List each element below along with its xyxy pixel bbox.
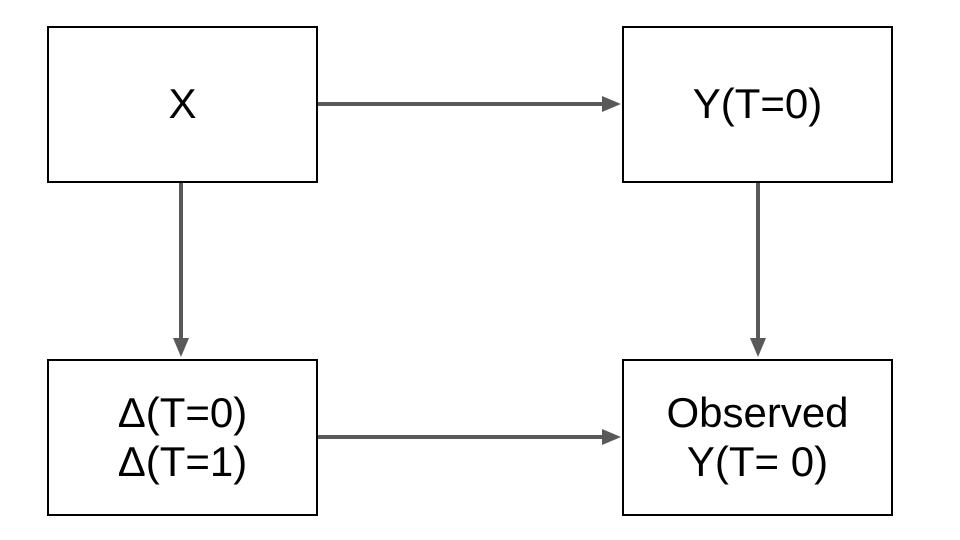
arrow-x-to-delta — [173, 183, 189, 357]
node-label: X — [168, 80, 197, 128]
arrow-delta-to-observed — [318, 429, 621, 445]
node-label: Y(T=0) — [692, 80, 823, 128]
node-label-line-1: Observed — [666, 389, 849, 437]
node-label-line-2: Y(T= 0) — [686, 437, 829, 485]
arrow-head-right-icon — [602, 96, 621, 112]
node-delta: Δ(T=0) Δ(T=1) — [47, 359, 318, 516]
node-observed-y-t0: Observed Y(T= 0) — [622, 359, 893, 516]
arrow-x-to-y-t0 — [318, 96, 621, 112]
node-label-line-1: Δ(T=0) — [117, 389, 248, 437]
node-x: X — [47, 26, 318, 183]
arrow-head-right-icon — [602, 429, 621, 445]
node-label-line-2: Δ(T=1) — [117, 437, 248, 485]
node-y-t0: Y(T=0) — [622, 26, 893, 183]
arrow-head-down-icon — [750, 338, 766, 357]
arrow-y-t0-to-observed — [750, 183, 766, 357]
arrow-head-down-icon — [173, 338, 189, 357]
